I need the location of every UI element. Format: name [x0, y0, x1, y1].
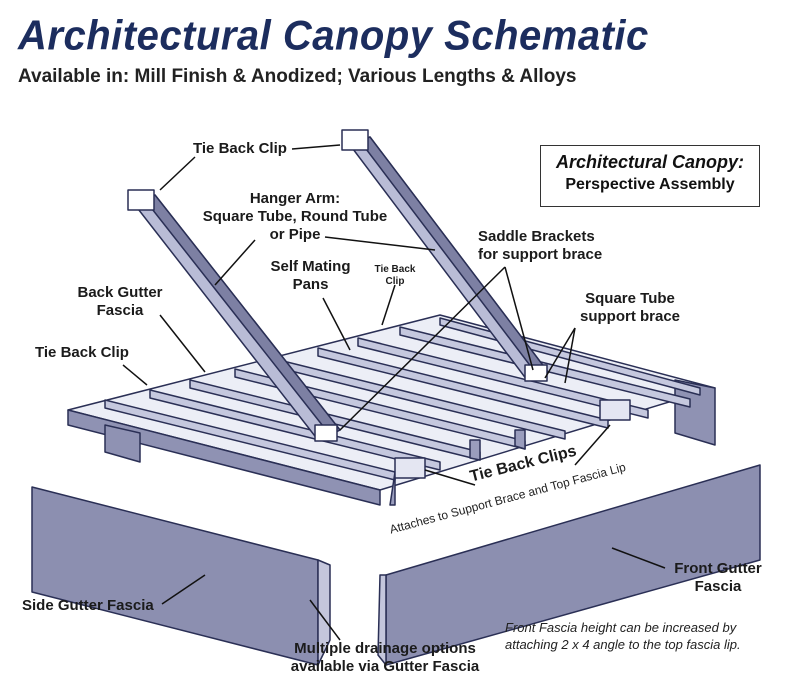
box-title: Architectural Canopy: — [555, 152, 745, 172]
label-line: Saddle Brackets — [478, 228, 595, 245]
label-line: Tie Back — [374, 264, 416, 275]
label-self-mating-pans: Self Mating Pans — [268, 258, 353, 294]
label-line: Fascia — [96, 302, 144, 319]
label-line: Self Mating — [270, 258, 351, 275]
label-back-gutter-fascia: Back Gutter Fascia — [70, 284, 170, 320]
left-gutter-wall — [67, 409, 381, 506]
subtitle: Available in: Mill Finish & Anodized; Va… — [18, 66, 577, 87]
label-line: attaching 2 x 4 angle to the top fascia … — [505, 636, 741, 652]
label-front-gutter-fascia: Front Gutter Fascia — [668, 560, 768, 596]
label-line: Clip — [385, 276, 405, 287]
label-line: Multiple drainage options — [294, 640, 476, 657]
label-line: Pans — [292, 276, 329, 293]
label-line: for support brace — [478, 246, 603, 263]
label-line: Front Gutter — [674, 560, 762, 577]
front-fascia-note: Front Fascia height can be increased by … — [505, 620, 741, 654]
perspective-assembly-box: Architectural Canopy: Perspective Assemb… — [540, 145, 760, 207]
tie-back-clip-right — [341, 129, 369, 151]
right-gutter-wall — [674, 379, 716, 446]
label-line: Fascia — [694, 578, 742, 595]
label-line: Back Gutter — [77, 284, 163, 301]
label-line: Square Tube, Round Tube — [202, 208, 388, 225]
page-title: Architectural Canopy Schematic — [18, 12, 649, 60]
label-line: Hanger Arm: — [249, 190, 341, 207]
side-gutter-fascia — [31, 486, 319, 666]
label-drainage: Multiple drainage options available via … — [270, 640, 500, 676]
label-line: Front Fascia height can be increased by — [505, 620, 737, 635]
label-hanger-arm: Hanger Arm: Square Tube, Round Tube or P… — [190, 190, 400, 244]
label-tie-back-clip-small: Tie Back Clip — [370, 264, 420, 288]
label-line: Square Tube — [585, 290, 675, 307]
label-side-gutter-fascia: Side Gutter Fascia — [22, 597, 154, 614]
label-line: support brace — [579, 308, 681, 325]
label-tie-back-clip-left: Tie Back Clip — [35, 344, 129, 361]
tie-back-clip-left — [127, 189, 155, 211]
label-line: or Pipe — [269, 226, 321, 243]
box-subtitle: Perspective Assembly — [565, 176, 735, 193]
label-line: available via Gutter Fascia — [290, 658, 480, 675]
label-saddle-brackets: Saddle Brackets for support brace — [478, 228, 602, 264]
label-square-tube: Square Tube support brace — [575, 290, 685, 326]
label-tie-back-clip-top: Tie Back Clip — [193, 140, 287, 157]
